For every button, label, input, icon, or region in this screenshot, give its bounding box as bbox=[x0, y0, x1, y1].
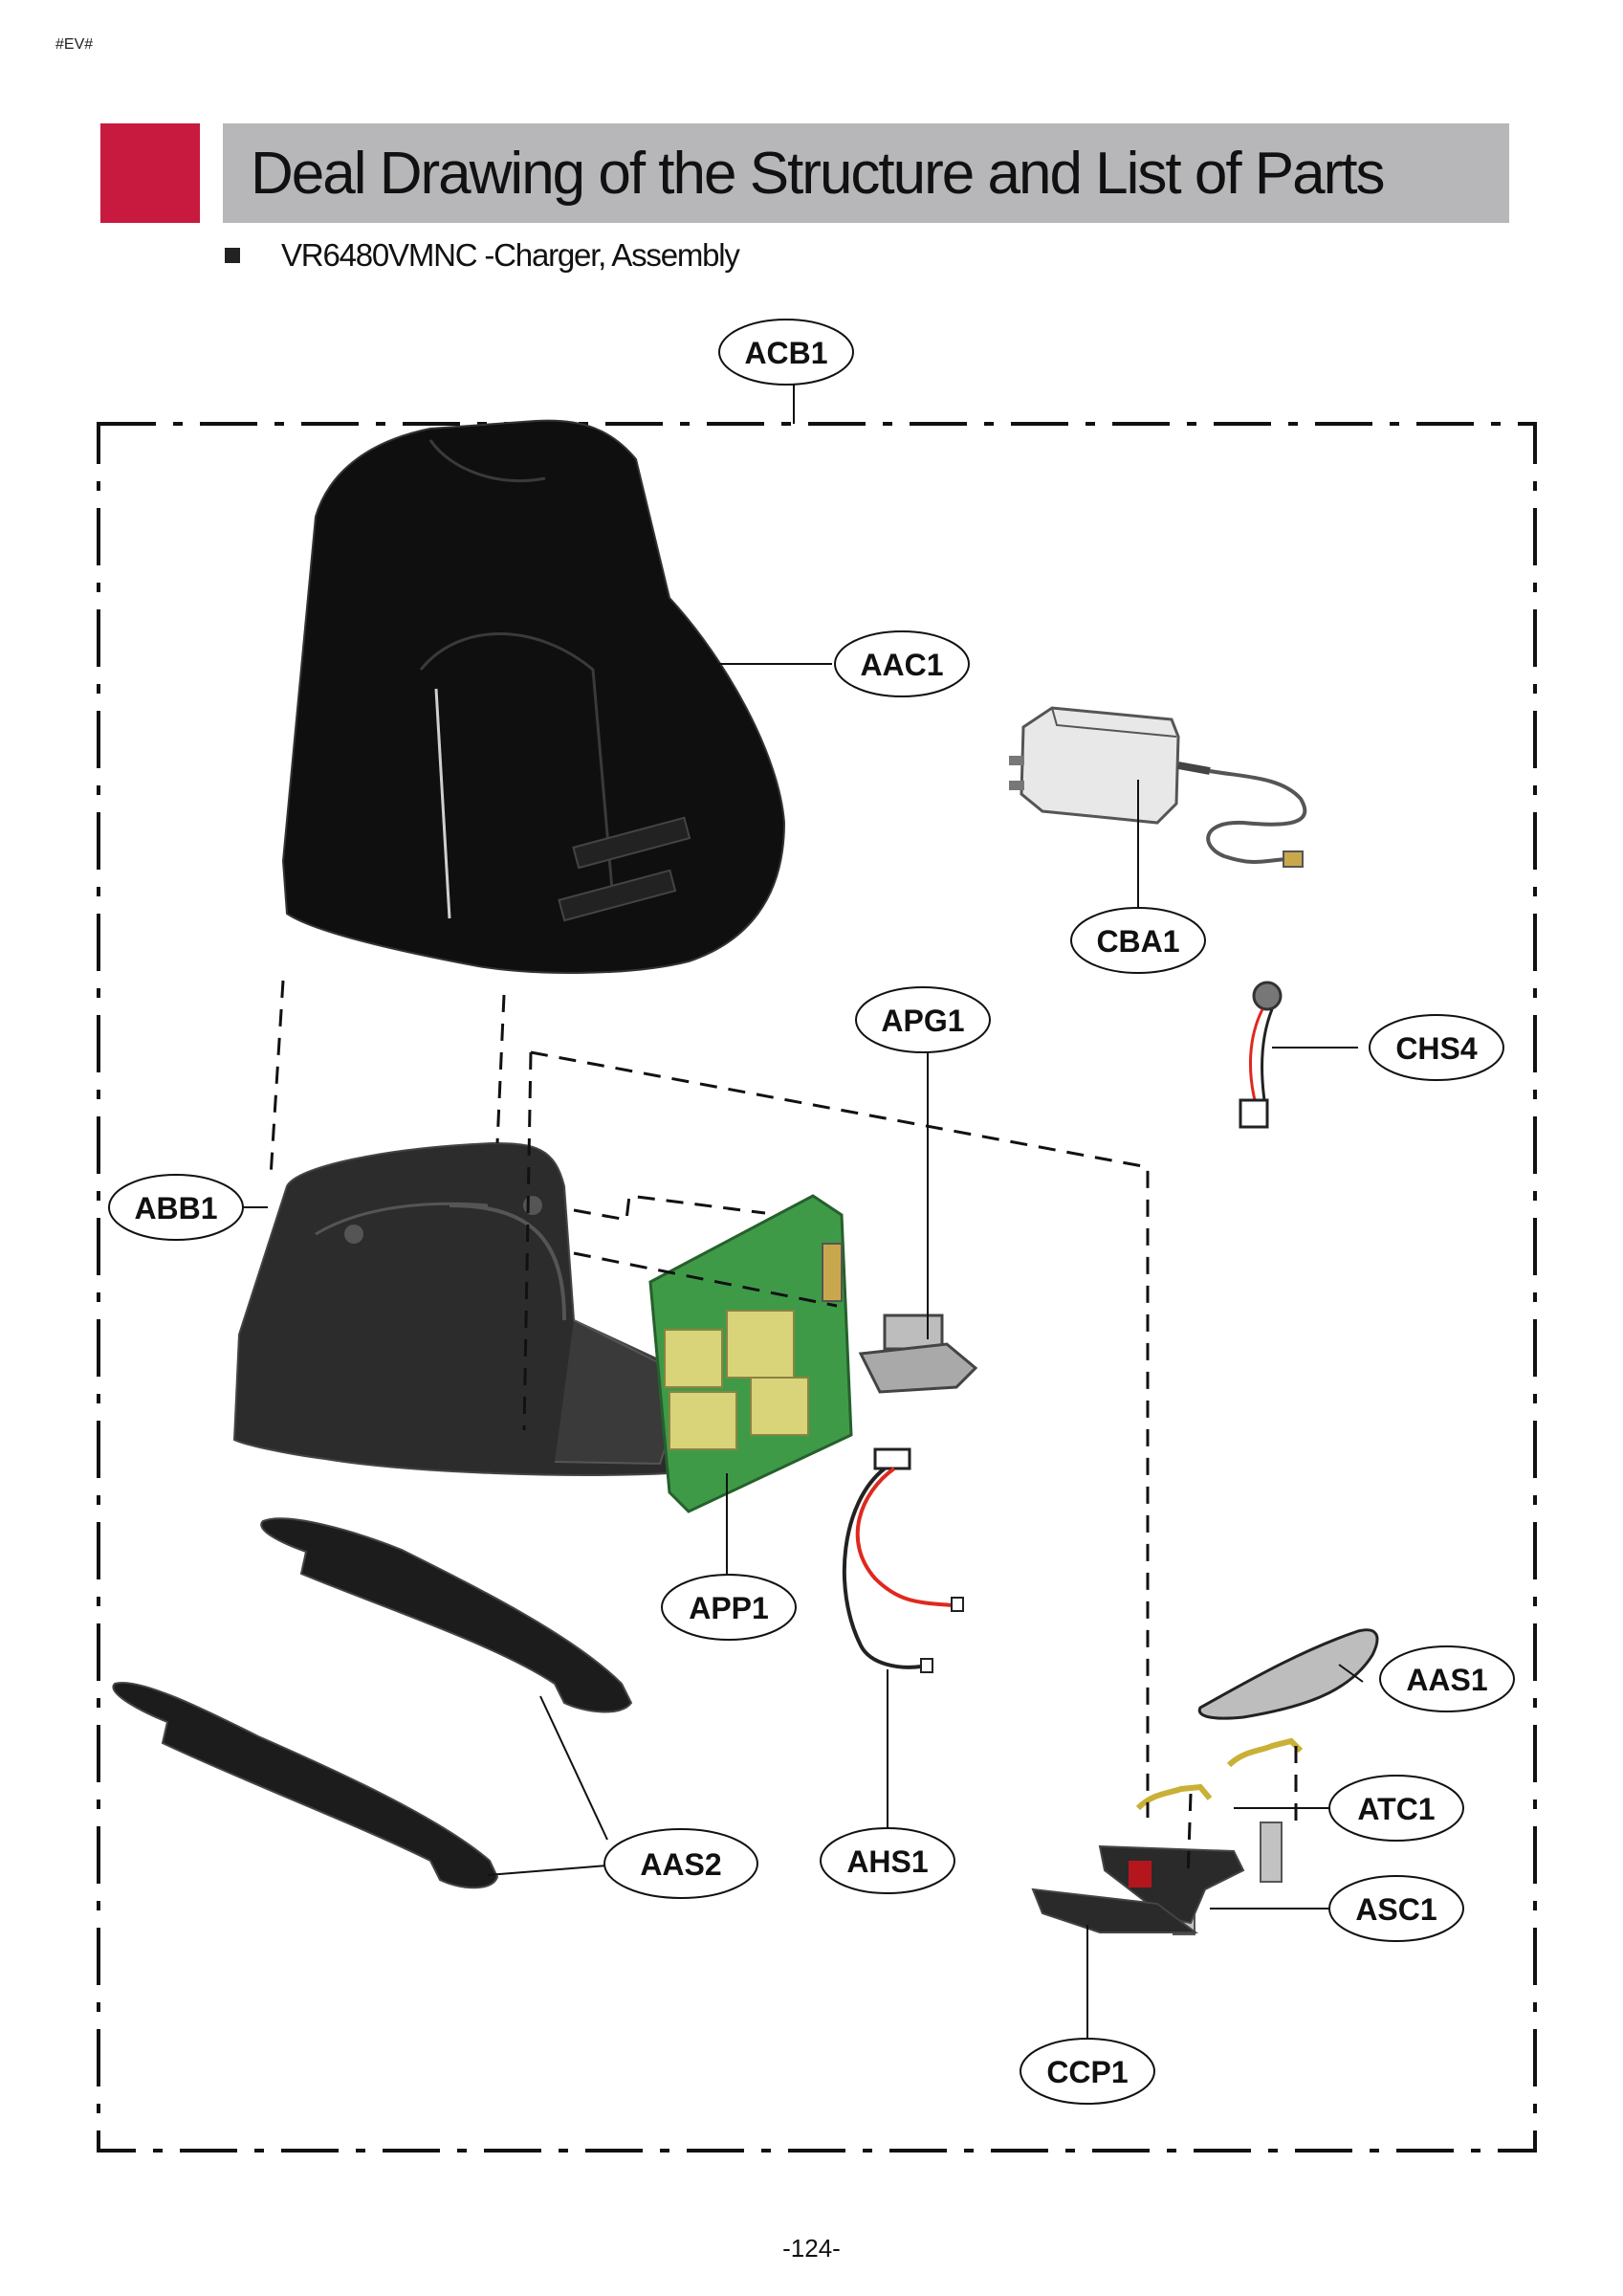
label-cba1-text: CBA1 bbox=[1096, 924, 1179, 959]
label-chs4: CHS4 bbox=[1369, 1014, 1504, 1081]
label-acb1-text: ACB1 bbox=[744, 336, 827, 370]
label-aac1: AAC1 bbox=[834, 630, 970, 697]
base-body-part bbox=[232, 1141, 710, 1476]
label-abb1-text: ABB1 bbox=[134, 1191, 217, 1225]
guide-lines bbox=[269, 980, 1298, 1881]
label-chs4-text: CHS4 bbox=[1395, 1031, 1478, 1066]
label-ccp1: CCP1 bbox=[1020, 2038, 1155, 2105]
title-bar bbox=[223, 123, 1509, 223]
label-cba1: CBA1 bbox=[1070, 907, 1206, 974]
label-apg1: APG1 bbox=[855, 986, 991, 1053]
label-aas2: AAS2 bbox=[603, 1828, 758, 1899]
rubber-foot-upper-part bbox=[260, 1517, 633, 1713]
label-asc1: ASC1 bbox=[1328, 1875, 1464, 1942]
label-atc1: ATC1 bbox=[1328, 1775, 1464, 1842]
label-asc1-text: ASC1 bbox=[1355, 1892, 1437, 1927]
header-accent-block bbox=[100, 123, 200, 223]
page-number: -124- bbox=[782, 2234, 841, 2263]
label-atc1-text: ATC1 bbox=[1357, 1792, 1435, 1826]
label-aas1-text: AAS1 bbox=[1406, 1663, 1487, 1697]
wire-harness-part bbox=[842, 1447, 964, 1673]
label-app1-text: APP1 bbox=[689, 1591, 769, 1625]
label-aas1: AAS1 bbox=[1379, 1645, 1515, 1712]
label-abb1: ABB1 bbox=[108, 1174, 244, 1241]
rubber-foot-lower-part bbox=[112, 1681, 499, 1889]
label-ccp1-text: CCP1 bbox=[1046, 2055, 1128, 2089]
pcb-part bbox=[648, 1194, 853, 1513]
plug-guide-part bbox=[858, 1314, 978, 1394]
corner-tag: #EV# bbox=[55, 36, 94, 53]
label-ahs1: AHS1 bbox=[820, 1827, 955, 1894]
label-apg1-text: APG1 bbox=[881, 1004, 964, 1038]
charger-cover-part bbox=[281, 419, 786, 974]
label-ahs1-text: AHS1 bbox=[846, 1844, 928, 1879]
sensor-harness-part bbox=[1239, 981, 1283, 1129]
label-aac1-text: AAC1 bbox=[860, 648, 943, 682]
ac-adapter-part bbox=[1009, 706, 1307, 868]
label-app1: APP1 bbox=[661, 1574, 797, 1641]
leader-lines bbox=[239, 383, 1364, 2042]
charge-contact-plate-part bbox=[1031, 1844, 1245, 1933]
small-pad-part bbox=[1197, 1628, 1379, 1720]
assembly-boundary bbox=[97, 422, 1537, 2152]
bullet-square-icon bbox=[225, 248, 240, 263]
label-acb1: ACB1 bbox=[718, 319, 854, 386]
contact-terminal-part bbox=[1135, 1737, 1304, 1811]
page-subtitle: VR6480VMNC -Charger, Assembly bbox=[281, 237, 740, 273]
page-title: Deal Drawing of the Structure and List o… bbox=[251, 141, 1386, 207]
label-aas2-text: AAS2 bbox=[640, 1847, 721, 1882]
